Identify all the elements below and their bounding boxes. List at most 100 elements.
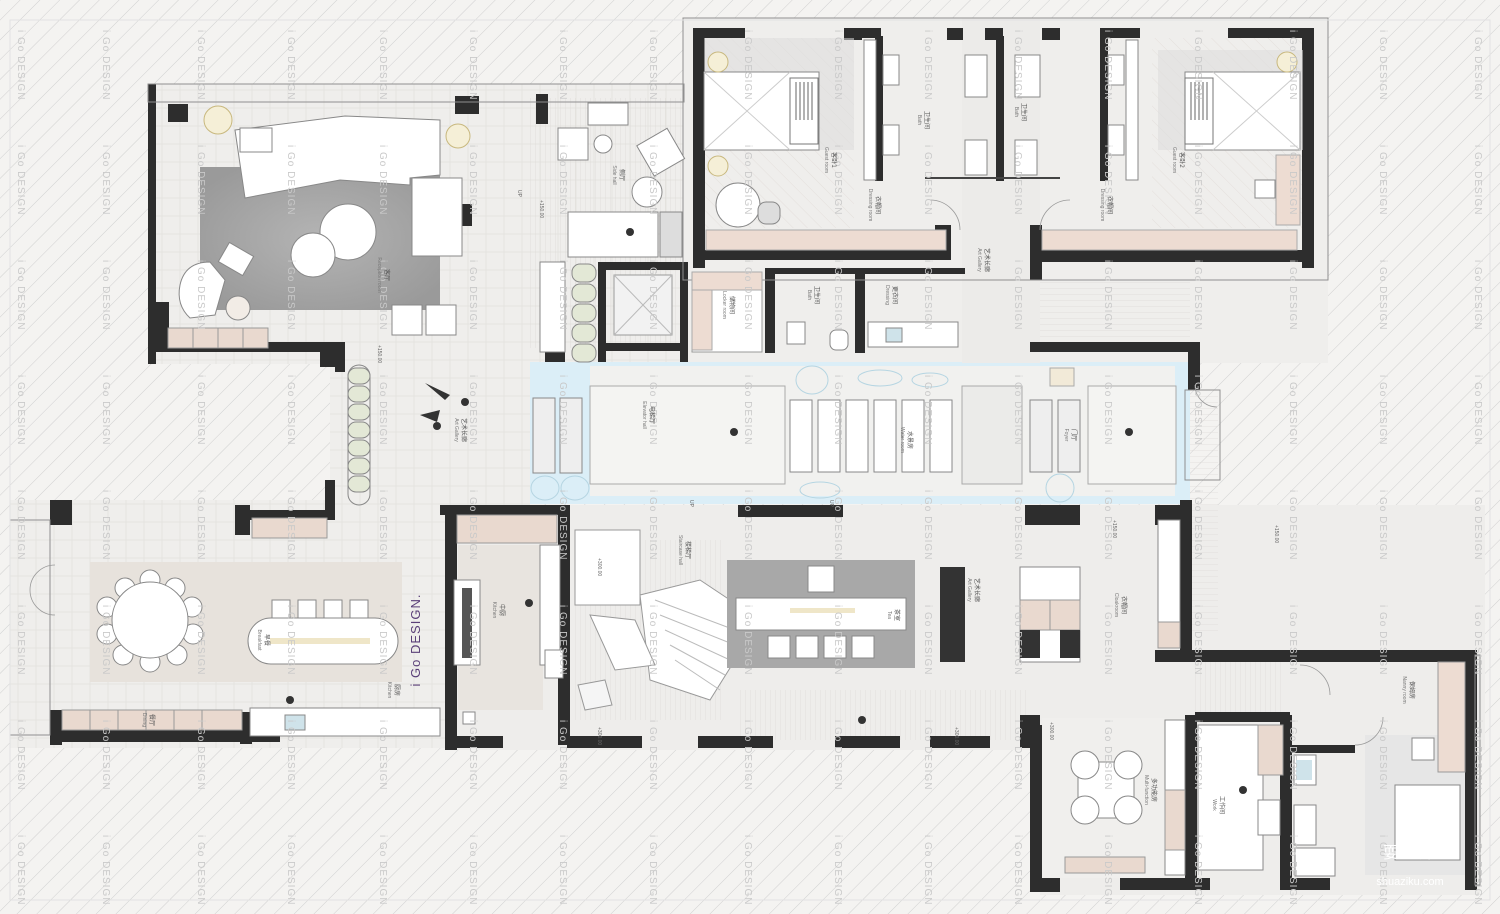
watermark-text: i Go DESIGN [922, 30, 933, 100]
gallery-planters [347, 364, 371, 506]
room-name-en: Breakfast [256, 629, 262, 651]
watermark-text: i Go DESIGN [832, 260, 843, 330]
room-name-zh: 艺术长廊 [460, 418, 468, 442]
watermark-text: i Go DESIGN [1192, 375, 1203, 445]
watermark-text: i Go DESIGN [467, 720, 478, 790]
watermark-text: i Go DESIGN [195, 605, 206, 675]
baths-top [863, 39, 1139, 181]
watermark-text: i Go DESIGN [377, 260, 388, 330]
up-marker: UP [688, 500, 694, 508]
watermark-text: i Go DESIGN [1102, 145, 1113, 215]
room-name-zh: 茶室 [893, 609, 901, 621]
watermark-text: i Go DESIGN [832, 30, 843, 100]
room-name-zh: 早餐 [263, 634, 271, 646]
watermark-text: i Go DESIGN [195, 375, 206, 445]
watermark-text: i Go DESIGN [377, 605, 388, 675]
watermark-text: i Go DESIGN [15, 605, 26, 675]
room-name-en: Side hall [611, 165, 617, 184]
level-marker: +300.00 [596, 727, 602, 745]
up-marker: UP [828, 500, 834, 508]
room-name-zh: 侧厅 [618, 169, 626, 181]
watermark-text: i Go DESIGN [467, 30, 478, 100]
watermark-text: i Go DESIGN [1102, 720, 1113, 790]
watermark-text: i Go DESIGN [1377, 375, 1388, 445]
room-name-en: Locker room [721, 291, 727, 319]
room-name-zh: 厨房 [393, 684, 401, 696]
tea-bar [727, 560, 915, 668]
watermark-text: i Go DESIGN [647, 30, 658, 100]
watermark-text: i Go DESIGN [1192, 720, 1203, 790]
watermark-text: i Go DESIGN [1287, 260, 1298, 330]
watermark-text: i Go DESIGN [557, 605, 568, 675]
cloakroom-cabinet [1019, 519, 1181, 663]
room-name-zh: 衣帽间 [1106, 196, 1114, 214]
room-name-zh: 中厨 [498, 604, 506, 616]
room-name-zh: 工作间 [1218, 796, 1226, 814]
level-marker: +300.00 [1048, 722, 1054, 740]
watermark-text: i Go DESIGN [647, 145, 658, 215]
watermark-text: i Go DESIGN [742, 30, 753, 100]
watermark-text: i Go DESIGN [15, 835, 26, 905]
watermark-text: i Go DESIGN [195, 835, 206, 905]
people [286, 228, 1247, 794]
watermark-text: i Go DESIGN [15, 720, 26, 790]
door-swings [29, 199, 1384, 746]
room-name-en: Guest room [1171, 147, 1177, 173]
watermark-text: i Go DESIGN [832, 490, 843, 560]
watermark-text: i Go DESIGN [1012, 375, 1023, 445]
watermark-text: i Go DESIGN [557, 375, 568, 445]
watermark-text: i Go DESIGN [285, 145, 296, 215]
watermark-text: i Go DESIGN [1012, 605, 1023, 675]
room-name-en: Dressing room [1099, 189, 1105, 222]
room-name-zh: 卫生间 [813, 286, 821, 304]
watermark-text: i Go DESIGN [285, 605, 296, 675]
watermark-layer: i Go DESIGN i Go DESIGN i Go DESIGN i Go DE… [15, 30, 1483, 905]
watermark-text: i Go DESIGN [832, 835, 843, 905]
watermark-text: i Go DESIGN [467, 835, 478, 905]
watermark-text: i Go DESIGN [742, 145, 753, 215]
watermark-text: i Go DESIGN [1102, 835, 1113, 905]
watermark-text: i Go DESIGN [922, 835, 933, 905]
room-name-en: Art Gallery [453, 418, 459, 442]
watermark-text: i Go DESIGN [1012, 145, 1023, 215]
watermark-text: i Go DESIGN [1472, 375, 1483, 445]
room-name-en: Water room [899, 427, 905, 453]
watermark-text: i Go DESIGN [195, 30, 206, 100]
watermark-text: i Go DESIGN [285, 30, 296, 100]
watermark-text: i Go DESIGN [1472, 145, 1483, 215]
watermark-text: i Go DESIGN [285, 260, 296, 330]
room-name-en: Reception room [376, 257, 382, 292]
room-name-en: Dressing [884, 285, 890, 305]
watermark-text: i Go DESIGN [1192, 260, 1203, 330]
room-name-zh: 餐厅 [148, 714, 156, 726]
reception-furniture [167, 105, 471, 349]
watermark-text: i Go DESIGN [285, 835, 296, 905]
room-name-zh: 保姆房 [1408, 681, 1416, 699]
watermark-text: i Go DESIGN [922, 490, 933, 560]
watermark-text: i Go DESIGN [1012, 720, 1023, 790]
watermark-text: i Go DESIGN [1472, 835, 1483, 905]
watermark-text: i Go DESIGN [1192, 605, 1203, 675]
watermark-text: i Go DESIGN [742, 605, 753, 675]
room-name-en: Art Gallery [966, 578, 972, 602]
coffee-table [319, 203, 377, 261]
watermark-text: i Go DESIGN [1102, 30, 1113, 100]
watermark-text: i Go DESIGN [1472, 260, 1483, 330]
watermark-text: i Go DESIGN [1377, 490, 1388, 560]
watermark-text: i Go DESIGN [377, 375, 388, 445]
watermark-text: i Go DESIGN [1287, 490, 1298, 560]
room-name-zh: 楼梯厅 [684, 541, 692, 559]
room-name-zh: 卫生间 [1020, 103, 1028, 121]
watermark-text: i Go DESIGN [647, 375, 658, 445]
